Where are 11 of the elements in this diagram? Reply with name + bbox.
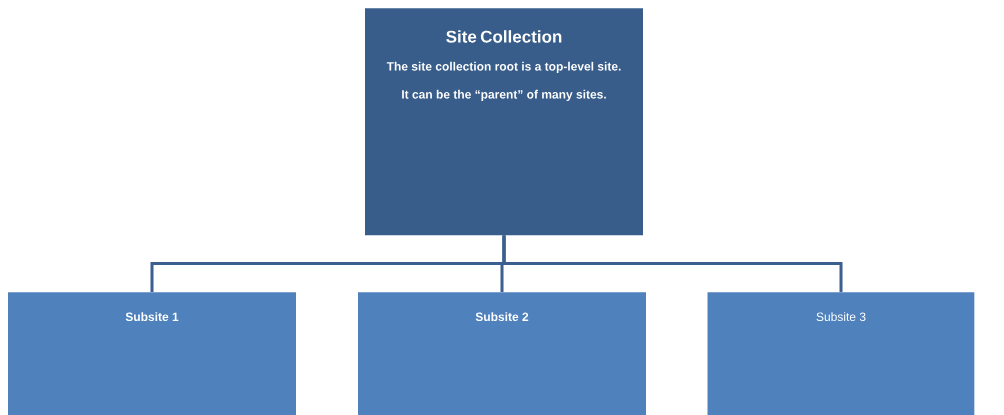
box-title: Site Collection xyxy=(446,30,562,43)
connector-line xyxy=(502,235,843,292)
description-text: It can be the “parent” of many sites. xyxy=(402,89,606,101)
process-box xyxy=(358,292,646,415)
description-text: The site collection root is a top-level site. xyxy=(386,61,621,73)
process-box xyxy=(365,8,643,236)
box-title: Subsite 2 xyxy=(475,312,529,321)
process-box xyxy=(707,292,975,415)
process-box xyxy=(8,292,296,415)
box-title: Subsite 3 xyxy=(816,312,866,321)
box-title: Subsite 1 xyxy=(125,312,179,321)
